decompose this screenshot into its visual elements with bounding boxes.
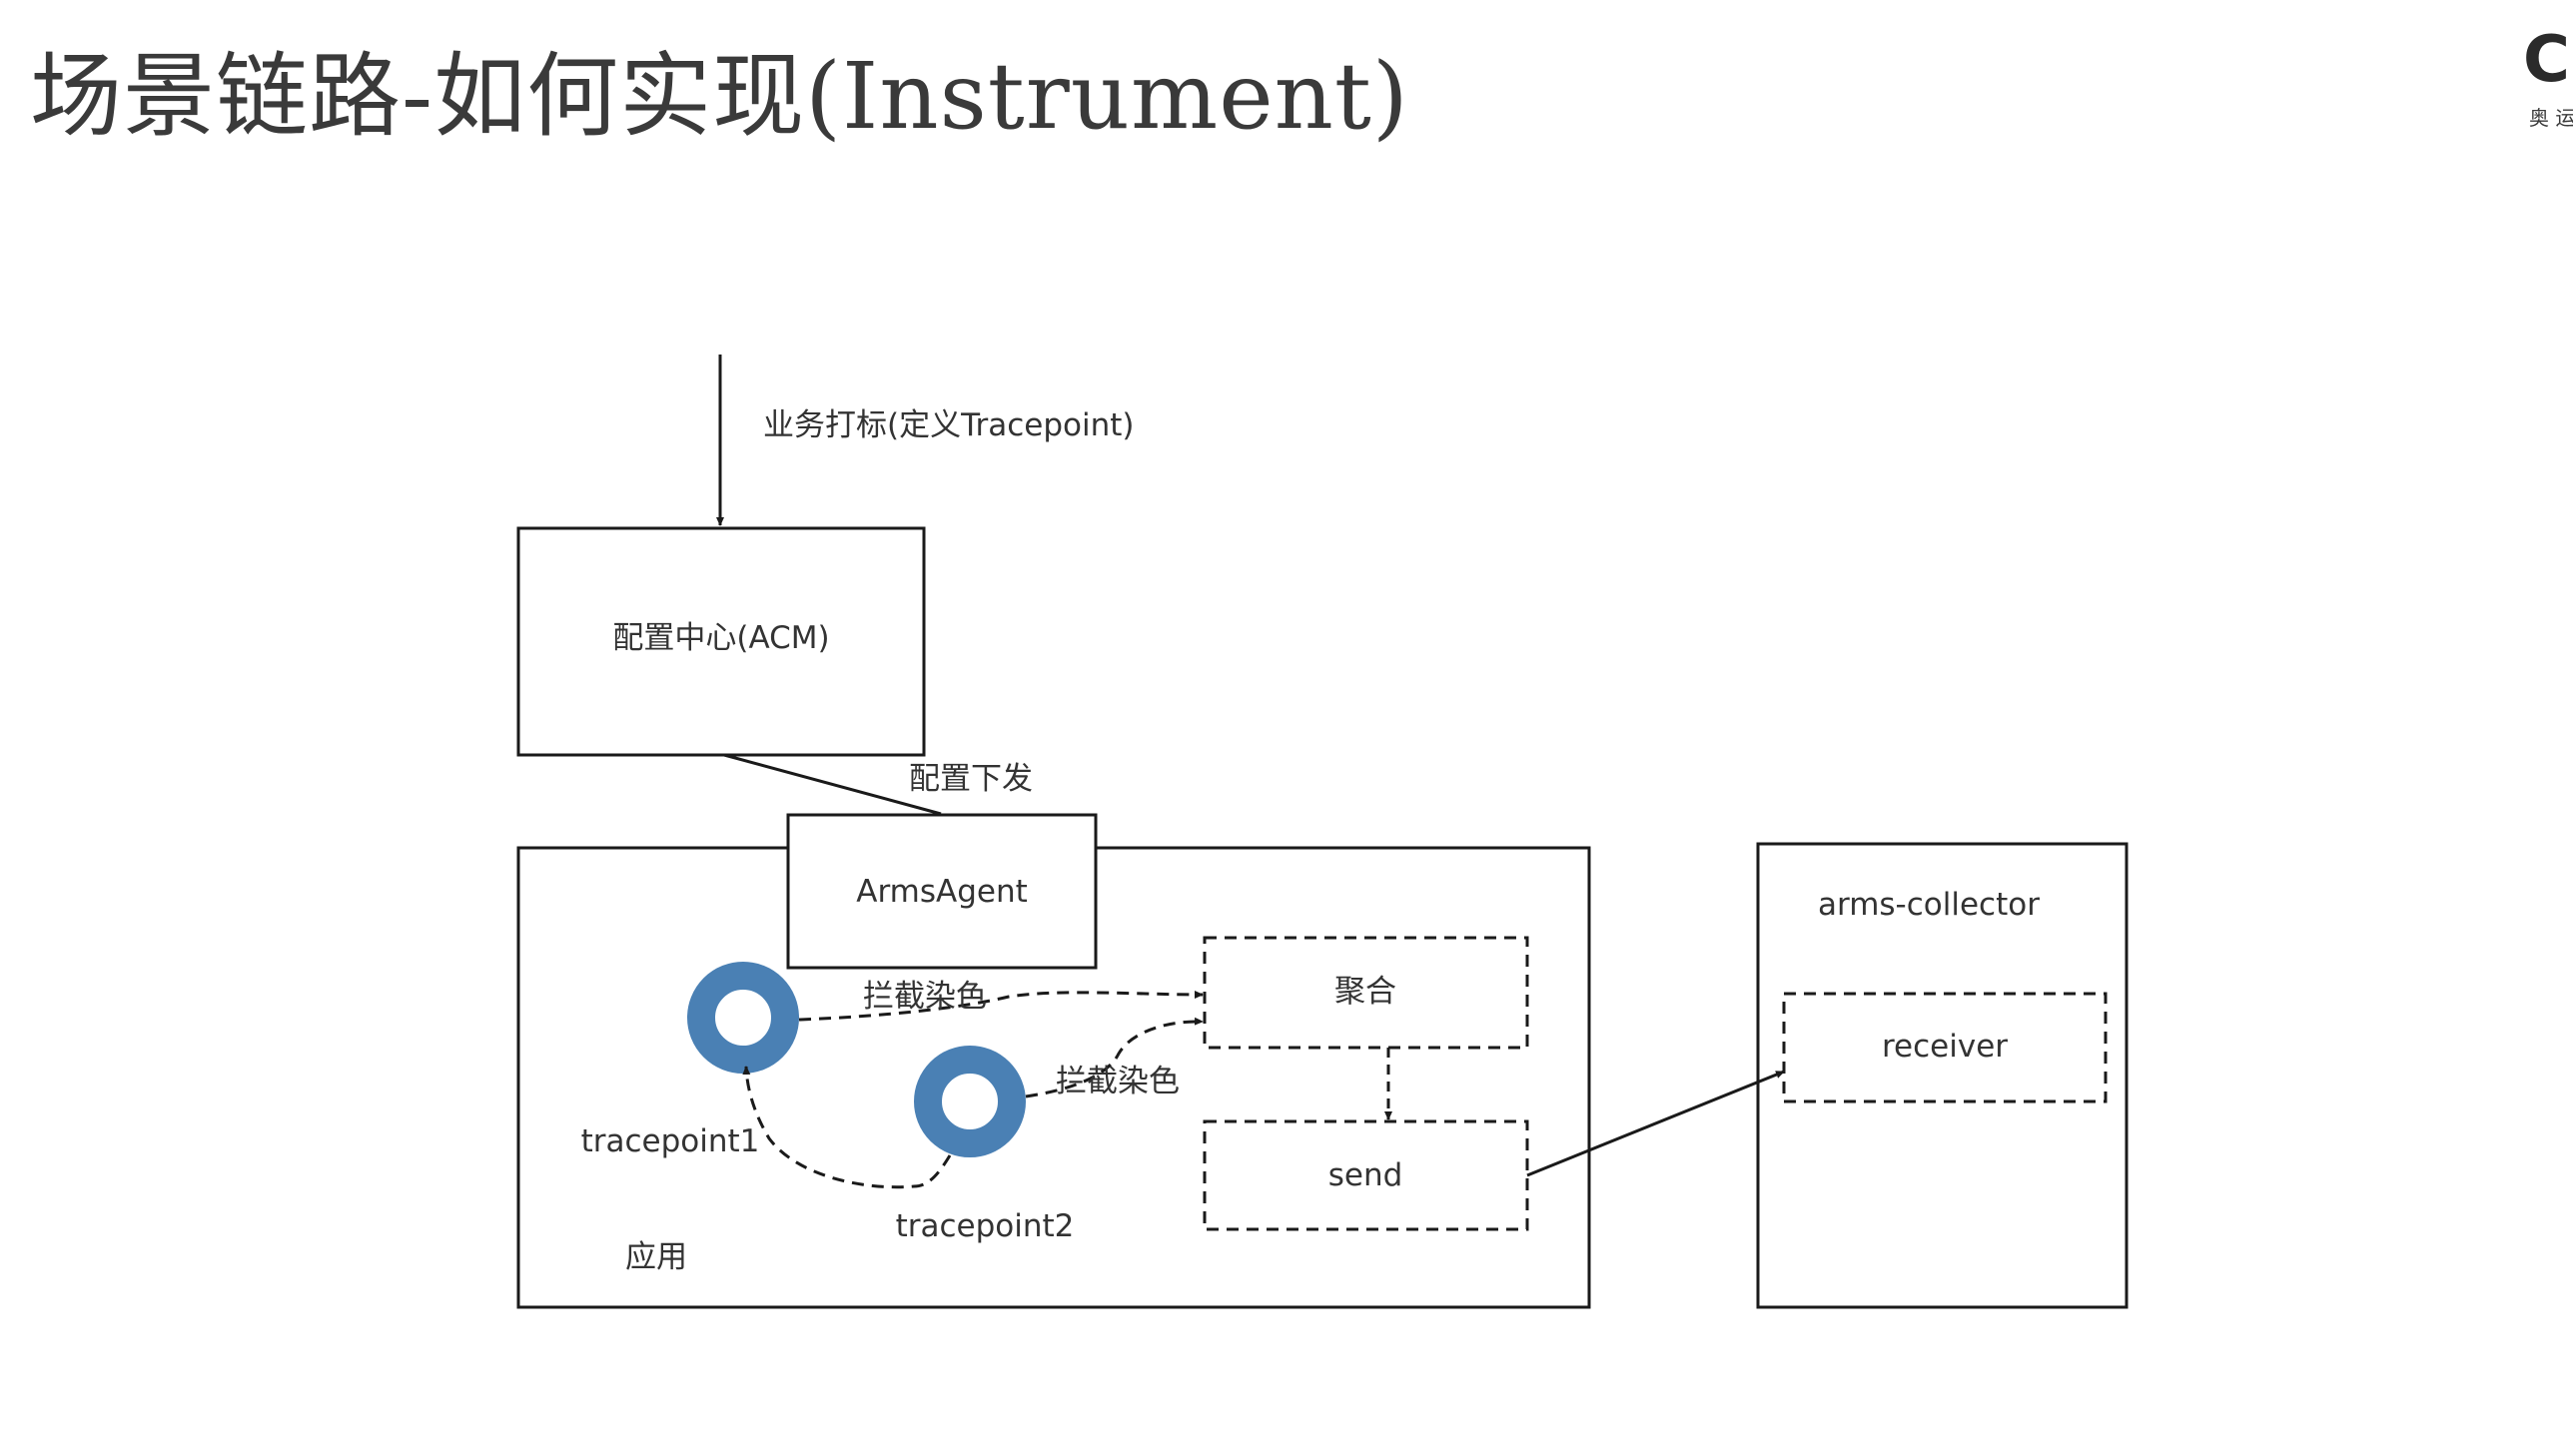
logo-mark: C [2523,23,2570,97]
arms-agent-label: ArmsAgent [856,874,1028,910]
intercept-label-2: 拦截染色 [1056,1064,1180,1099]
acm-box-label: 配置中心(ACM) [612,620,829,656]
tracepoint2-ring [914,1046,1026,1157]
business-tag-label: 业务打标(定义Tracepoint) [763,407,1135,443]
config-push-line [723,753,942,816]
config-push-label: 配置下发 [909,761,1033,797]
slide-title: 场景链路-如何实现(Instrument) [30,43,1409,150]
tracepoint1-ring [687,962,799,1074]
tracepoint1-label: tracepoint1 [581,1123,760,1159]
tracepoint2-label: tracepoint2 [896,1208,1075,1244]
receiver-box [1782,992,2108,1103]
aggregate-box [1203,936,1529,1050]
tracepoint-chain-path [742,1066,952,1189]
arms-agent-box [786,813,1098,970]
send-to-receiver-line [1526,1070,1785,1177]
collector-box-label: arms-collector [1818,887,2040,923]
receiver-box-label: receiver [1882,1029,2008,1065]
logo: C 奥 运 [2513,22,2573,132]
acm-box [516,526,926,757]
aggregate-box-label: 聚合 [1334,974,1396,1010]
send-box-label: send [1328,1157,1403,1193]
intercept-label-1: 拦截染色 [863,979,987,1015]
send-box [1203,1119,1529,1231]
intercept-path-1 [798,990,1204,1022]
app-box-label: 应用 [625,1239,687,1275]
logo-text: 奥 运 [2529,106,2573,130]
intercept-path-2 [1025,1017,1204,1098]
